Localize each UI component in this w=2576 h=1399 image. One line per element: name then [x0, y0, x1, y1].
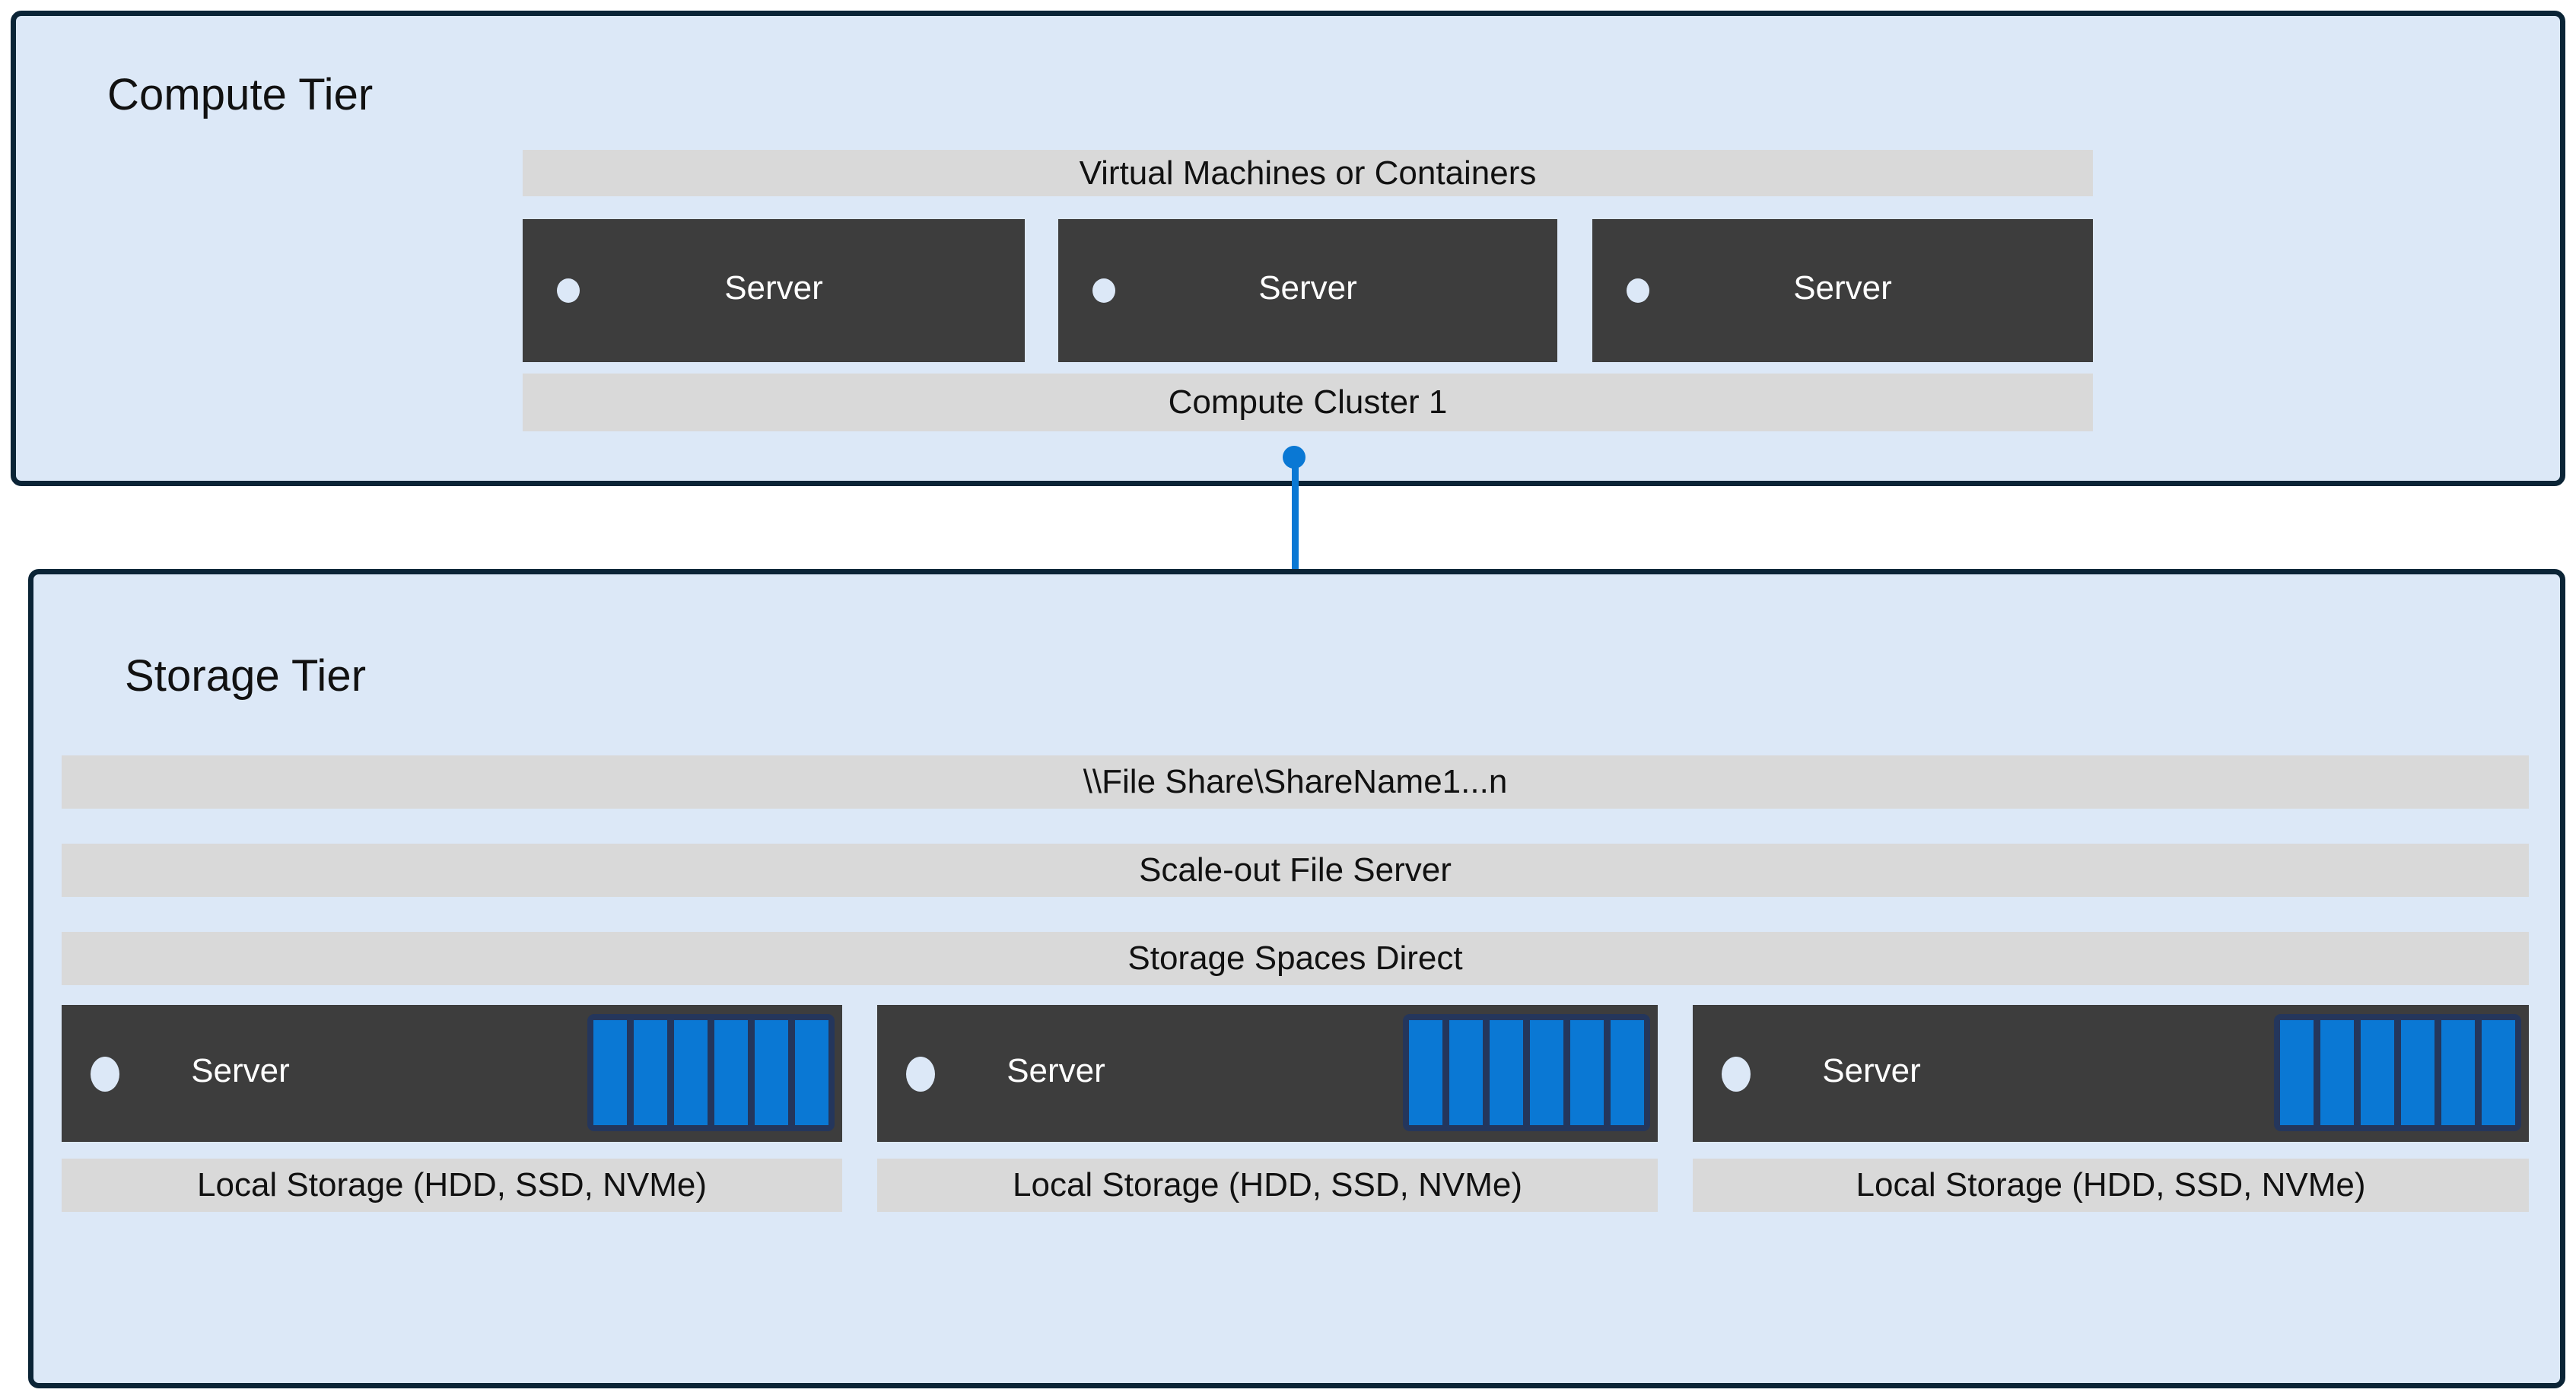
status-led-icon — [1722, 1057, 1751, 1092]
file-share-bar: \\File Share\ShareName1...n — [62, 755, 2529, 809]
scale-out-file-server-bar: Scale-out File Server — [62, 844, 2529, 897]
status-led-icon — [557, 278, 580, 303]
local-storage-bar-1: Local Storage (HDD, SSD, NVMe) — [62, 1159, 842, 1212]
local-storage-label-2: Local Storage (HDD, SSD, NVMe) — [1013, 1166, 1522, 1203]
disk-icon — [634, 1020, 667, 1125]
disk-array-2 — [1403, 1014, 1650, 1131]
storage-server-3[interactable]: Server — [1693, 1005, 2529, 1142]
compute-server-1[interactable]: Server — [523, 219, 1025, 362]
disk-icon — [2401, 1020, 2434, 1125]
disk-icon — [714, 1020, 748, 1125]
local-storage-bar-3: Local Storage (HDD, SSD, NVMe) — [1693, 1159, 2529, 1212]
compute-server-3[interactable]: Server — [1592, 219, 2093, 362]
status-led-icon — [91, 1057, 119, 1092]
storage-server-1[interactable]: Server — [62, 1005, 842, 1142]
disk-icon — [795, 1020, 828, 1125]
compute-tier-panel: Compute Tier Virtual Machines or Contain… — [11, 11, 2565, 486]
local-storage-label-3: Local Storage (HDD, SSD, NVMe) — [1856, 1166, 2366, 1203]
status-led-icon — [906, 1057, 935, 1092]
storage-tier-panel: Storage Tier \\File Share\ShareName1...n… — [28, 569, 2565, 1388]
virtual-machines-or-containers-bar: Virtual Machines or Containers — [523, 150, 2093, 196]
connector-line-icon — [1292, 453, 1299, 613]
disk-icon — [1490, 1020, 1523, 1125]
compute-server-1-label: Server — [724, 269, 823, 307]
local-storage-bar-2: Local Storage (HDD, SSD, NVMe) — [877, 1159, 1658, 1212]
compute-tier-title: Compute Tier — [107, 70, 374, 119]
disk-icon — [1449, 1020, 1483, 1125]
disk-icon — [1409, 1020, 1442, 1125]
scale-out-file-server-label: Scale-out File Server — [1139, 851, 1452, 889]
file-share-label: \\File Share\ShareName1...n — [1083, 763, 1508, 800]
status-led-icon — [1627, 278, 1649, 303]
disk-icon — [2320, 1020, 2354, 1125]
disk-icon — [1530, 1020, 1563, 1125]
storage-server-1-label: Server — [191, 1052, 290, 1089]
compute-server-3-label: Server — [1793, 269, 1892, 307]
storage-server-3-label: Server — [1822, 1052, 1921, 1089]
compute-server-2[interactable]: Server — [1058, 219, 1557, 362]
disk-array-3 — [2274, 1014, 2521, 1131]
storage-tier-title: Storage Tier — [125, 651, 367, 701]
compute-server-2-label: Server — [1258, 269, 1357, 307]
disk-array-1 — [587, 1014, 835, 1131]
local-storage-label-1: Local Storage (HDD, SSD, NVMe) — [197, 1166, 707, 1203]
disk-icon — [2441, 1020, 2475, 1125]
storage-spaces-direct-label: Storage Spaces Direct — [1127, 940, 1463, 977]
disk-icon — [755, 1020, 788, 1125]
disk-icon — [1611, 1020, 1644, 1125]
storage-server-2-label: Server — [1007, 1052, 1105, 1089]
compute-cluster-bar: Compute Cluster 1 — [523, 374, 2093, 431]
virtual-machines-or-containers-label: Virtual Machines or Containers — [1079, 154, 1537, 192]
disk-icon — [2482, 1020, 2515, 1125]
storage-server-2[interactable]: Server — [877, 1005, 1658, 1142]
storage-spaces-direct-bar: Storage Spaces Direct — [62, 932, 2529, 985]
disk-icon — [2361, 1020, 2394, 1125]
status-led-icon — [1092, 278, 1115, 303]
disk-icon — [2280, 1020, 2314, 1125]
disk-icon — [674, 1020, 708, 1125]
disk-icon — [1570, 1020, 1604, 1125]
compute-cluster-label: Compute Cluster 1 — [1168, 383, 1448, 421]
disk-icon — [593, 1020, 627, 1125]
